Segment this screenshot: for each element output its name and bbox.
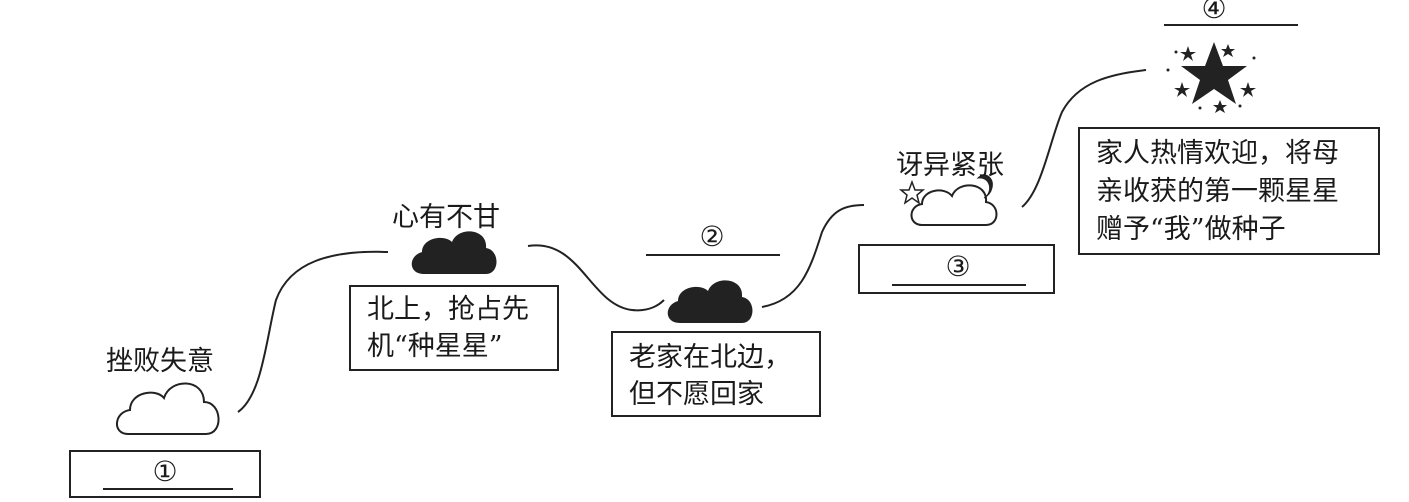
- stage2-event-box: 北上，抢占先 机“种星星”: [349, 285, 559, 371]
- mood-curve-4: [1021, 69, 1147, 208]
- stage5-answer-line: [1164, 24, 1298, 26]
- stage2-emotion: 心有不甘: [392, 202, 500, 233]
- stage5-blank-number: ④: [1201, 0, 1227, 25]
- stage1-answer-line: [103, 488, 233, 490]
- stage4-answer-box: ③: [858, 244, 1055, 294]
- dark-cloud-icon: [667, 280, 753, 323]
- stage2-event-line2: 机“种星星”: [367, 331, 503, 362]
- stage3-blank-number: ②: [699, 220, 725, 253]
- mood-curve-1: [237, 250, 389, 413]
- stage4-blank-number: ③: [945, 250, 971, 283]
- stage2-event-line1: 北上，抢占先: [367, 294, 529, 325]
- stage3-answer-line: [646, 254, 780, 256]
- stage3-event-line2: 但不愿回家: [629, 379, 764, 410]
- stage3-event-line1: 老家在北边，: [629, 342, 791, 373]
- star-cluster-icon: [1166, 42, 1256, 113]
- dark-cloud-icon: [411, 231, 497, 274]
- cloud-with-moon-and-star-icon: [898, 174, 998, 226]
- stage5-event-box: 家人热情欢迎，将母 亲收获的第一颗星星 赠予“我”做种子: [1078, 127, 1380, 255]
- stage3-event-box: 老家在北边， 但不愿回家: [611, 331, 821, 417]
- stage4-answer-line: [892, 284, 1026, 286]
- mood-curve-3: [761, 204, 865, 308]
- stage5-event-line3: 赠予“我”做种子: [1096, 214, 1286, 245]
- mood-curve-2: [527, 244, 665, 312]
- stage5-event-line2: 亲收获的第一颗星星: [1096, 176, 1339, 207]
- stage1-blank-number: ①: [152, 455, 178, 488]
- stage1-answer-box: ①: [69, 450, 261, 498]
- stage1-emotion: 挫败失意: [106, 346, 214, 377]
- stage4-emotion: 讶异紧张: [896, 150, 1004, 181]
- stage5-event-line1: 家人热情欢迎，将母: [1096, 138, 1339, 169]
- outline-cloud-icon: [116, 382, 220, 435]
